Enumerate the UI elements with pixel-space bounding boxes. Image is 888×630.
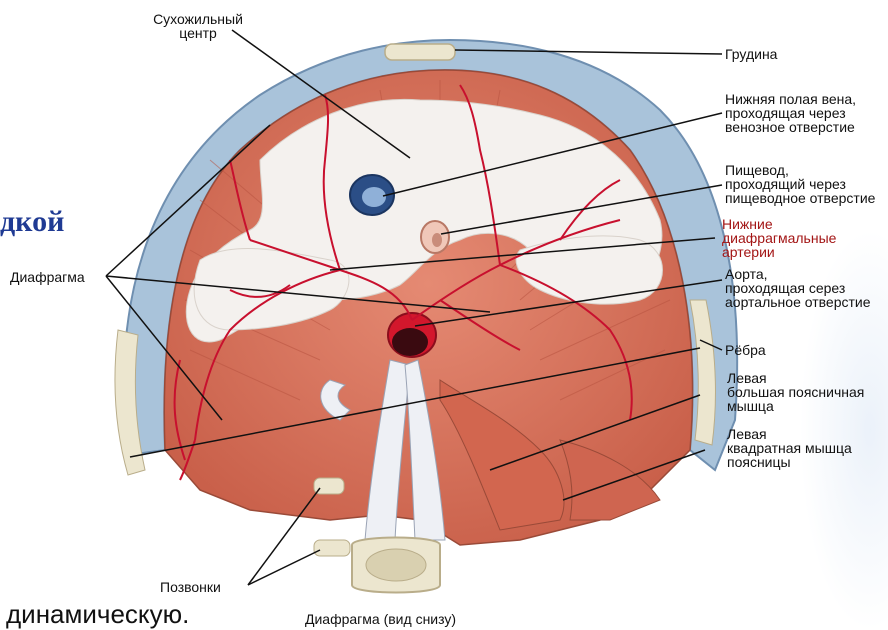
quadratus-line1: Левая [727, 427, 852, 441]
arteries-line1: Нижние [722, 217, 836, 231]
quadratus-line3: поясницы [727, 455, 852, 469]
esophagus-line1: Пищевод, [725, 163, 875, 177]
label-esophagus: Пищевод, проходящий через пищеводное отв… [725, 163, 875, 205]
sternum-bone [385, 44, 455, 60]
central-tendon-line1: Сухожильный [138, 12, 258, 26]
aorta-line3: аортальное отверстие [725, 295, 871, 309]
psoas-line1: Левая [727, 371, 864, 385]
ivc-lumen [362, 187, 386, 207]
central-tendon-line2: центр [138, 26, 258, 40]
esophagus-lumen [432, 233, 442, 247]
background-text-bottom: динамическую. [6, 599, 189, 630]
label-arteries: Нижние диафрагмальные артерии [722, 217, 836, 259]
esophagus-line3: пищеводное отверстие [725, 191, 875, 205]
ivc-line3: венозное отверстие [725, 120, 856, 134]
aorta-line1: Аорта, [725, 267, 871, 281]
label-vertebrae: Позвонки [160, 580, 221, 594]
quadratus-line2: квадратная мышца [727, 441, 852, 455]
arteries-line3: артерии [722, 245, 836, 259]
label-psoas: Левая большая поясничная мышца [727, 371, 864, 413]
label-ivc: Нижняя полая вена, проходящая через вено… [725, 92, 856, 134]
aorta-line2: проходящая серез [725, 281, 871, 295]
label-ribs: Рёбра [725, 343, 766, 357]
label-sternum: Грудина [725, 47, 777, 61]
aorta-lumen [392, 328, 428, 356]
figure-caption: Диафрагма (вид снизу) [305, 612, 456, 626]
label-aorta: Аорта, проходящая серез аортальное отвер… [725, 267, 871, 309]
label-quadratus: Левая квадратная мышца поясницы [727, 427, 852, 469]
background-text-left: дкой [0, 205, 64, 239]
psoas-line2: большая поясничная [727, 385, 864, 399]
label-central-tendon: Сухожильный центр [138, 12, 258, 40]
vertebra-process-upper [314, 478, 344, 494]
ivc-line1: Нижняя полая вена, [725, 92, 856, 106]
vertebra-process-lower [314, 540, 350, 556]
arteries-line2: диафрагмальные [722, 231, 836, 245]
ivc-line2: проходящая через [725, 106, 856, 120]
esophagus-line2: проходящий через [725, 177, 875, 191]
label-diaphragm: Диафрагма [10, 270, 85, 284]
vertebra-body-center [366, 549, 426, 581]
psoas-line3: мышца [727, 399, 864, 413]
